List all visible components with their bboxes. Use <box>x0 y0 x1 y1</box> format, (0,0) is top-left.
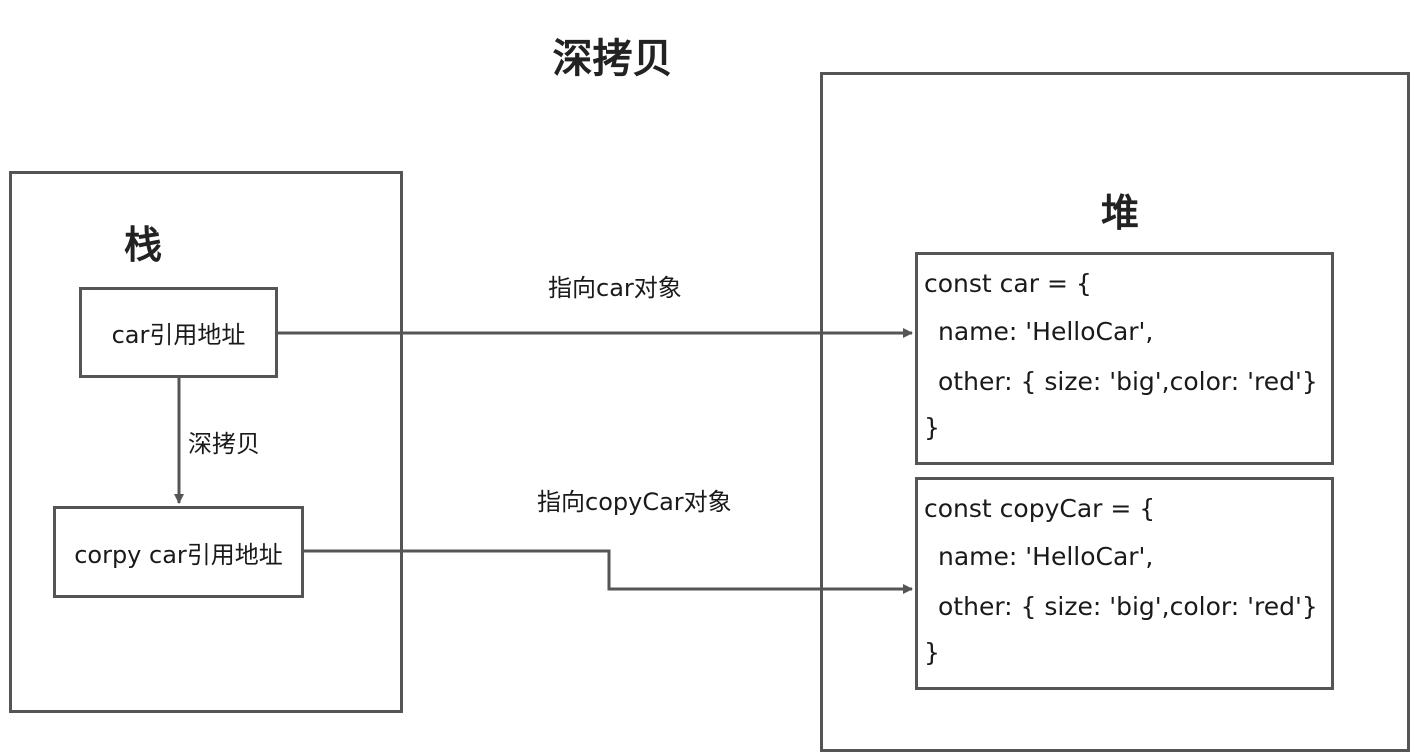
car-object-line: name: 'HelloCar', <box>938 317 1154 346</box>
copy-object-line: const copyCar = { <box>924 494 1156 523</box>
stack-panel <box>9 171 403 713</box>
car-reference-box: car引用地址 <box>79 287 278 378</box>
car-reference-label: car引用地址 <box>111 321 246 349</box>
copy-reference-box: corpy car引用地址 <box>53 506 304 598</box>
heap-panel <box>820 72 1410 752</box>
car-object-box: const car = { name: 'HelloCar', other: {… <box>915 252 1334 465</box>
heap-title: 堆 <box>1101 191 1140 235</box>
car-object-line: const car = { <box>924 269 1092 298</box>
deep-copy-edge-label: 深拷贝 <box>188 430 260 458</box>
copy-pointer-arrow <box>304 549 913 594</box>
copy-object-box: const copyCar = { name: 'HelloCar', othe… <box>915 477 1334 690</box>
point-to-car-label: 指向car对象 <box>548 274 682 302</box>
car-object-line: } <box>924 413 940 442</box>
copy-object-line: } <box>924 638 940 667</box>
point-to-copy-label: 指向copyCar对象 <box>537 488 732 516</box>
copy-object-line: other: { size: 'big',color: 'red'} <box>938 592 1318 621</box>
car-object-line: other: { size: 'big',color: 'red'} <box>938 367 1318 396</box>
stack-title: 栈 <box>124 223 163 267</box>
copy-reference-label: corpy car引用地址 <box>74 540 283 569</box>
diagram-title: 深拷贝 <box>552 36 673 82</box>
copy-object-line: name: 'HelloCar', <box>938 542 1154 571</box>
